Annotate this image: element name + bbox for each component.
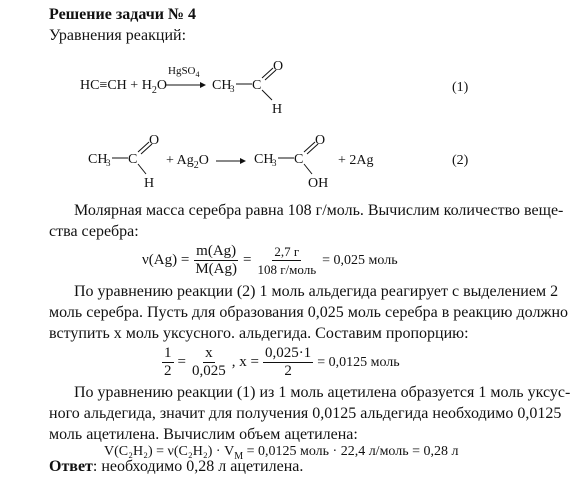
product-h: H	[272, 102, 282, 117]
paragraph-reaction-2: По уравнению реакции (2) 1 моль альдегид…	[49, 283, 569, 342]
product-ch3: CH	[212, 78, 231, 93]
paragraph-molar-mass: Молярная масса серебра равна 108 г/моль.…	[49, 202, 564, 240]
reaction-2-product-structure: CH 3 C O OH	[254, 133, 328, 191]
svg-text:3: 3	[272, 158, 277, 168]
answer-text: : необходимо 0,28 л ацетилена.	[92, 458, 304, 475]
svg-text:H: H	[144, 176, 154, 191]
reaction-2-silver: + 2Ag	[338, 153, 374, 168]
svg-text:3: 3	[106, 158, 111, 168]
svg-text:C: C	[128, 152, 137, 167]
svg-text:CH: CH	[254, 152, 273, 167]
reaction-1-number: (1)	[452, 80, 469, 95]
reaction-1-catalyst: HgSO4	[168, 65, 200, 80]
answer-line: Ответ: необходимо 0,28 л ацетилена.	[49, 458, 303, 476]
paragraph-reaction-1: По уравнению реакции (1) из 1 моль ацети…	[49, 384, 570, 443]
equations-heading: Уравнения реакций:	[49, 27, 187, 44]
answer-label: Ответ	[49, 458, 93, 475]
svg-text:3: 3	[230, 84, 235, 94]
reaction-1-reactants: HC≡CH + H2O	[80, 78, 167, 96]
svg-text:O: O	[149, 133, 159, 148]
solution-title: Решение задачи № 4	[49, 6, 197, 23]
reaction-2-arrow	[216, 158, 246, 164]
formula-acetylene-volume: V(C₂H₂) = ν(C₂H₂) · VM = 0,0125 моль · 2…	[104, 444, 459, 462]
product-c: C	[252, 78, 261, 93]
reaction-2-reactant-structure: CH 3 C O H	[88, 133, 159, 191]
reaction-1-product-structure: CH 3 C O H	[212, 59, 283, 117]
reaction-1-arrow	[166, 82, 206, 88]
reaction-2-ag2o: + Ag2O	[166, 153, 209, 171]
product-o: O	[273, 59, 283, 74]
svg-text:O: O	[315, 133, 325, 148]
svg-text:CH: CH	[88, 152, 107, 167]
svg-text:OH: OH	[308, 176, 328, 191]
reaction-2-number: (2)	[452, 153, 469, 168]
svg-text:C: C	[294, 152, 303, 167]
